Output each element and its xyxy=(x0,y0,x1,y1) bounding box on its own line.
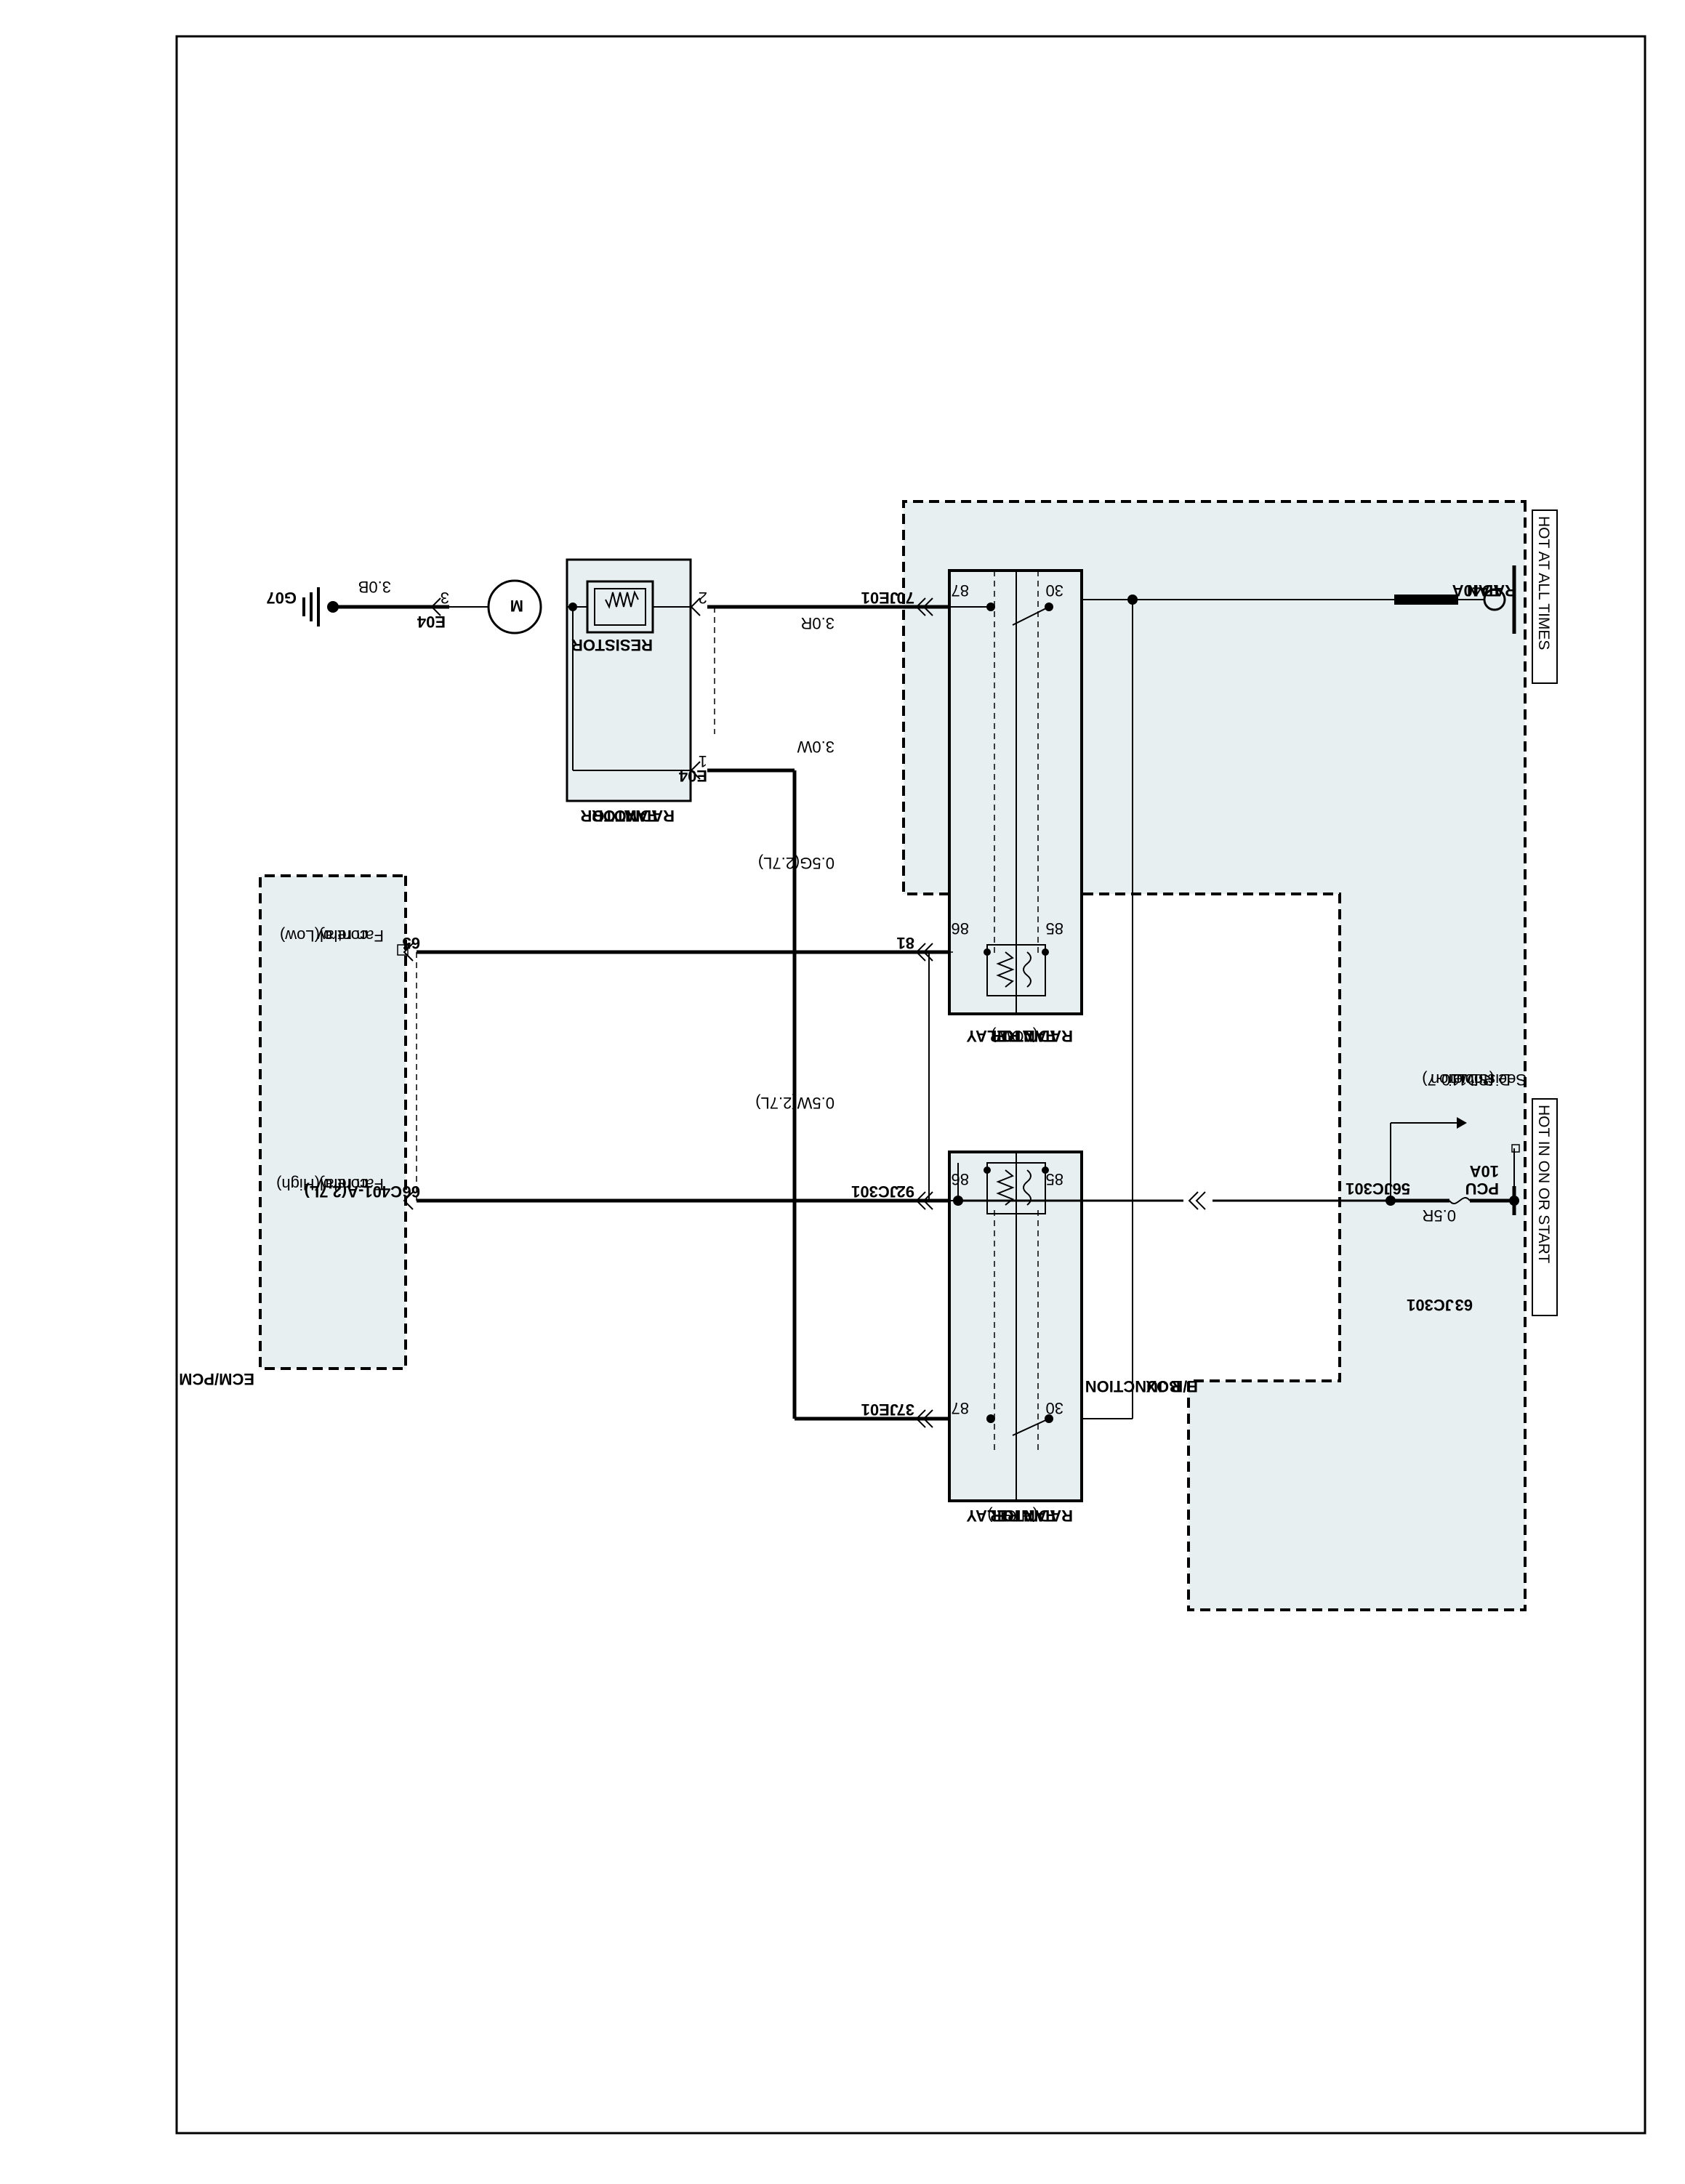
diagram-label: 86 xyxy=(952,1170,969,1188)
diagram-label: RADIATOR xyxy=(990,1027,1073,1045)
diagram-label: 37 xyxy=(897,1401,914,1419)
diagram-label: Distribution xyxy=(1431,1071,1511,1089)
diagram-label: JE01 xyxy=(861,589,898,607)
diagram-label: 56 xyxy=(1393,1180,1410,1198)
diagram-label: 30 xyxy=(1046,1399,1063,1417)
diagram-label: (LOW) xyxy=(991,1027,1038,1045)
diagram-label: FAN RELAY xyxy=(966,1027,1055,1045)
diagram-label: 65 xyxy=(403,934,420,952)
diagram-label: E04 xyxy=(417,613,446,631)
header-hot-at-all-times: HOT AT ALL TIMES xyxy=(1532,509,1558,684)
radiator-fan-motor-internals xyxy=(449,579,691,771)
diagram-label: G07 xyxy=(266,589,297,607)
diagram-label: 0.5G(2.7L) xyxy=(758,854,835,872)
diagram-label: 66 xyxy=(403,1182,420,1201)
diagram-label: C401-A(2.7L) xyxy=(305,1182,402,1201)
diagram-label: PCU xyxy=(1465,1180,1499,1198)
diagram-rotated: HOT AT ALL TIMES HOT IN ON OR START RAD … xyxy=(179,500,1558,1611)
er-junction-box-label-2: BOX xyxy=(1146,1377,1181,1395)
diagram-label: 87 xyxy=(952,581,969,600)
diagram-label: 2 xyxy=(699,589,707,607)
diagram-label: 3 xyxy=(441,589,449,607)
diagram-label: Fan relay xyxy=(317,927,384,945)
diagram-label: 86 xyxy=(952,919,969,938)
diagram-label: 3.0W xyxy=(797,738,835,756)
ground-g07 xyxy=(302,587,449,626)
ecm-pcm-box xyxy=(259,874,407,1370)
diagram-label: FAN RELAY xyxy=(966,1507,1055,1525)
diagram-label: control(High) xyxy=(276,1175,368,1193)
diagram-label: 70 xyxy=(897,589,914,607)
diagram-label: HOT AT ALL TIMES xyxy=(1535,516,1552,650)
radiator-fan-motor-box xyxy=(566,558,692,802)
diagram-label: FAN xyxy=(625,807,657,825)
diagram-label: (HIGH) xyxy=(987,1507,1038,1525)
diagram-label: See Power xyxy=(1448,1071,1527,1089)
diagram-label: 3.0R xyxy=(801,614,835,632)
diagram-label: JC301 xyxy=(851,1182,898,1201)
diagram-label: 10A xyxy=(1470,1162,1499,1180)
diagram-label: 87 xyxy=(952,1399,969,1417)
pcu-fuse: PCU 10A xyxy=(1386,1162,1519,1215)
er-junction-box-label: E/R JUNCTION xyxy=(1085,1377,1198,1395)
diagram-label: JC301 xyxy=(1407,1296,1454,1314)
diagram-label: 0.5W(2.7L) xyxy=(755,1094,835,1112)
diagram-label: 85 xyxy=(1046,1170,1063,1188)
diagram-label: HOT IN ON OR START xyxy=(1535,1105,1552,1263)
ecm-pcm-label: ECM/PCM xyxy=(179,1370,254,1388)
rad-fan-fuse: RAD FAN 40A xyxy=(1394,565,1516,634)
page-frame xyxy=(175,35,1646,2135)
relay-low-internals xyxy=(949,571,1053,1014)
diagram-label: M xyxy=(510,597,523,615)
diagram-label: E04 xyxy=(678,767,707,785)
diagram-label: 81 xyxy=(897,934,914,952)
diagram-label: (SD110-7) xyxy=(1422,1071,1495,1089)
diagram-label: Fan relay xyxy=(317,1175,384,1193)
diagram-label: control(Low) xyxy=(280,927,368,945)
diagram-label: JE01 xyxy=(861,1401,898,1419)
diagram-label: RADIATOR xyxy=(990,1507,1073,1525)
diagram-label: MOTOR xyxy=(580,807,640,825)
power-distribution-ref: See Power Distribution (SD110-7) xyxy=(1390,1071,1527,1201)
diagram-label: 0.5R xyxy=(1423,1206,1456,1225)
diagram-label: FAN xyxy=(1467,581,1499,600)
relay-high-internals xyxy=(984,1152,1053,1501)
diagram-label: 30 xyxy=(1046,581,1063,600)
diagram-label: 1 xyxy=(699,752,707,770)
header-hot-in-on-or-start: HOT IN ON OR START xyxy=(1532,1098,1558,1316)
diagram-label: 85 xyxy=(1046,919,1063,938)
diagram-label: RESISTOR xyxy=(571,636,653,654)
diagram-label: 3.0B xyxy=(358,578,391,596)
diagram-label: RAD xyxy=(1481,581,1516,600)
diagram-label: 40A xyxy=(1452,581,1481,600)
diagram-label: RADIATOR xyxy=(592,807,675,825)
diagram-label: JC301 xyxy=(1346,1180,1393,1198)
diagram-label: 92 xyxy=(897,1182,914,1201)
diagram-label: 63 xyxy=(1455,1296,1473,1314)
